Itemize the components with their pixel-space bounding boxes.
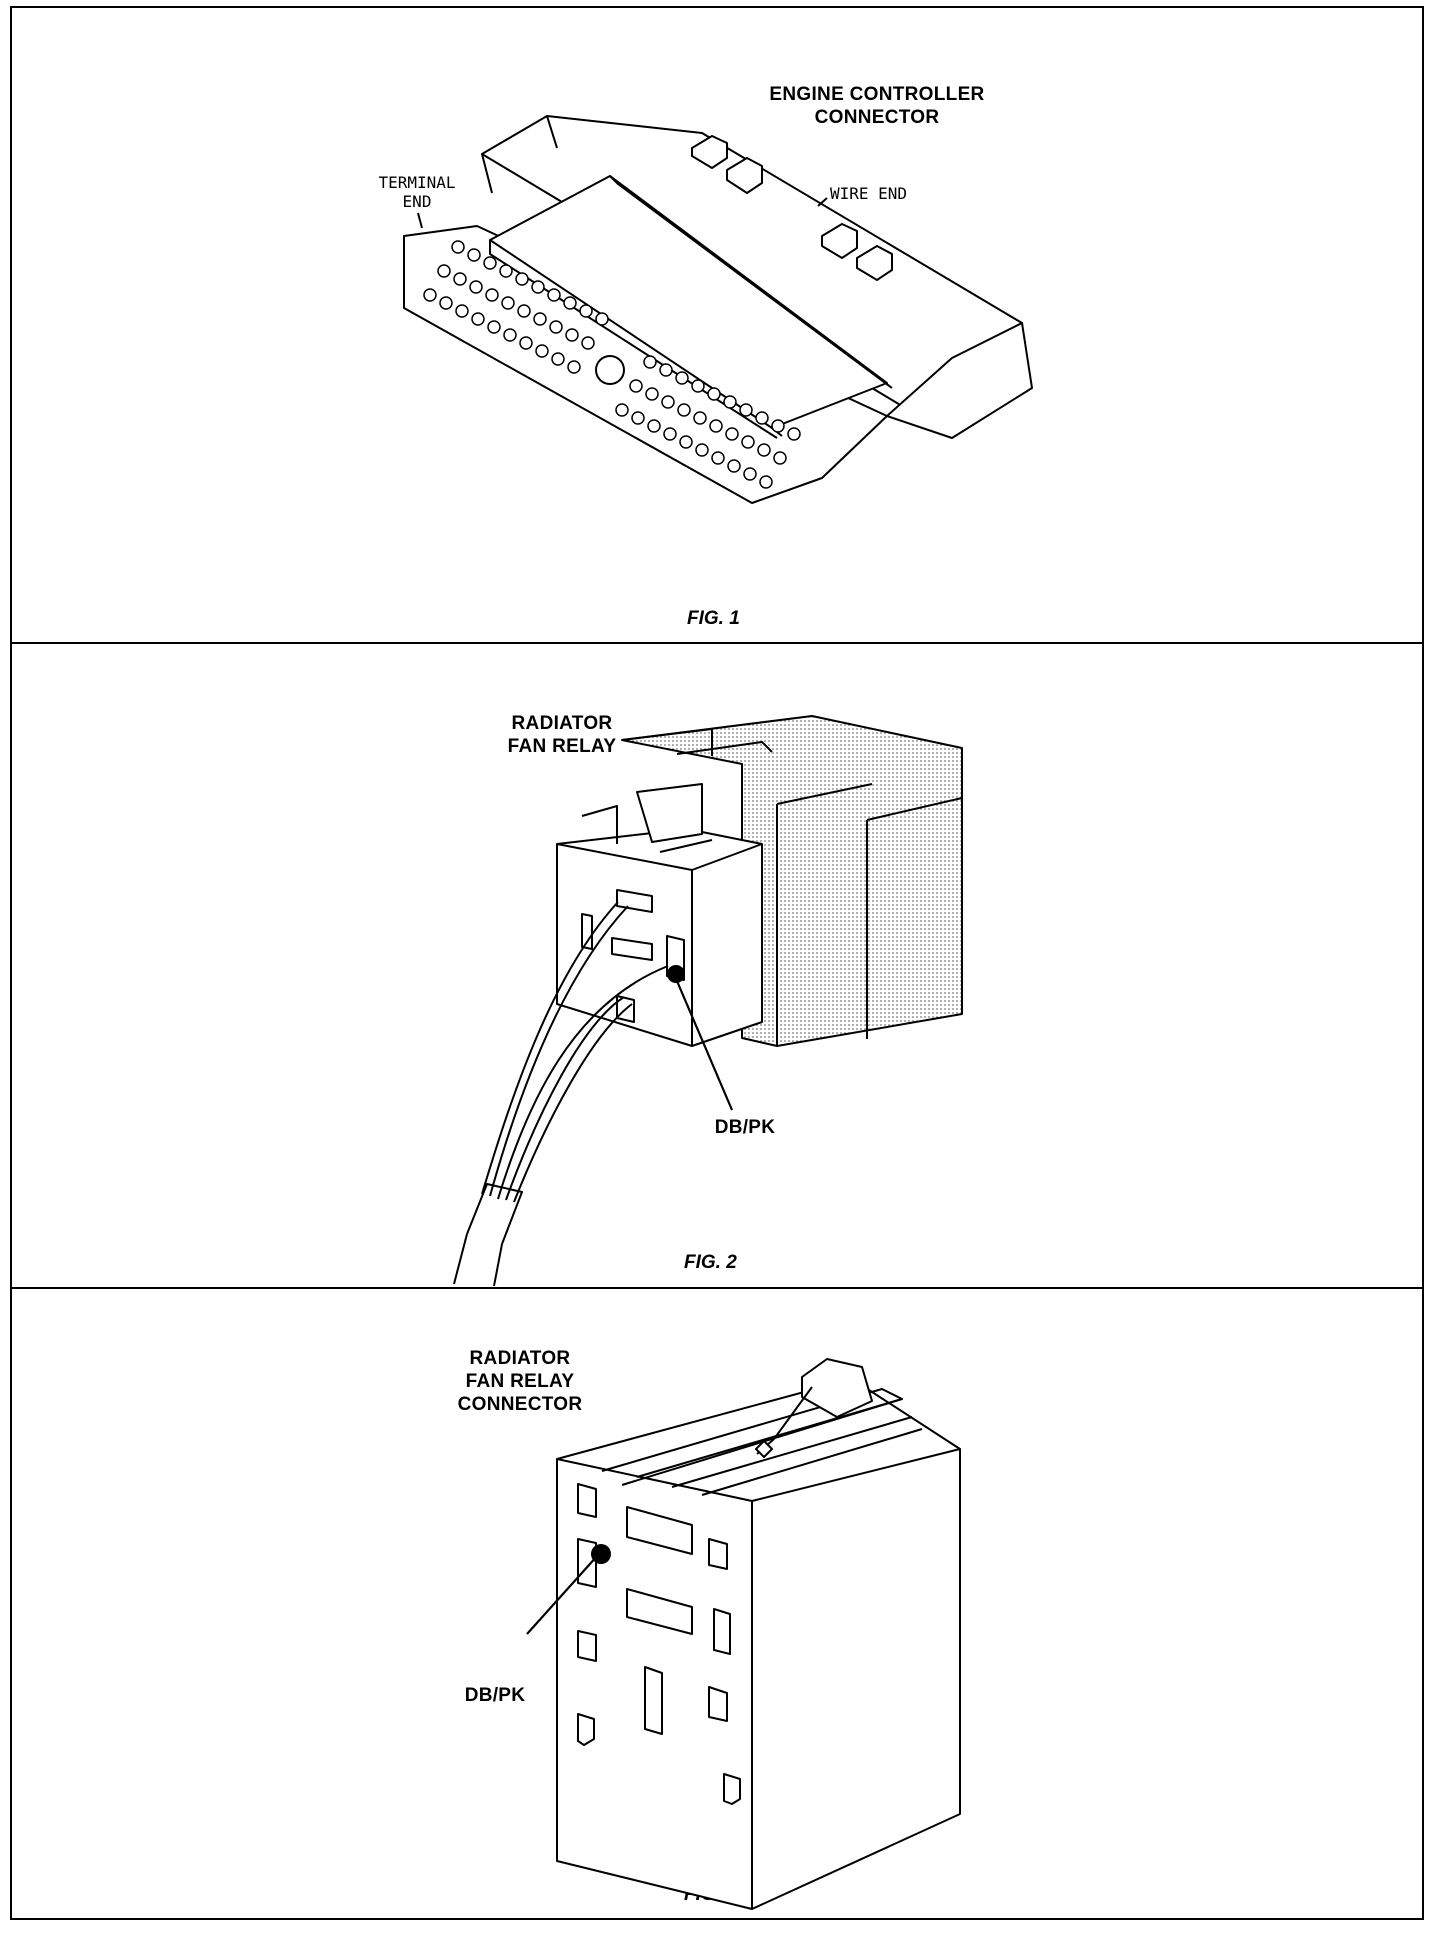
figure-3-panel: RADIATOR FAN RELAY CONNECTOR DB/PK FIG. …	[12, 1289, 1422, 1918]
terminal-end-label: TERMINAL END	[362, 173, 472, 211]
fig2-title-line2: FAN RELAY	[507, 736, 617, 757]
wire-end-label: WIRE END	[830, 184, 908, 203]
db-pk-terminal-dot	[667, 965, 685, 983]
db-pk-cavity-dot	[591, 1544, 611, 1564]
radiator-fan-relay-drawing	[453, 715, 963, 1287]
radiator-fan-relay-connector-drawing	[526, 1358, 961, 1910]
fig1-title-line1: ENGINE CONTROLLER	[769, 84, 985, 105]
fig2-title-line1: RADIATOR	[511, 713, 613, 734]
fig1-caption: FIG. 1	[687, 608, 740, 629]
figure-2-panel: RADIATOR FAN RELAY DB/PK FIG. 2	[12, 644, 1422, 1289]
fig1-title: ENGINE CONTROLLER CONNECTOR	[727, 83, 1027, 129]
fig3-title-line1: RADIATOR	[469, 1348, 571, 1369]
engine-controller-connector-drawing	[403, 115, 1033, 504]
fig3-title: RADIATOR FAN RELAY CONNECTOR	[430, 1347, 610, 1416]
fig3-title-line2: FAN RELAY	[465, 1371, 575, 1392]
terminal-end-line1: TERMINAL	[378, 173, 456, 192]
terminal-end-line2: END	[402, 192, 432, 211]
figure-1-panel: ENGINE CONTROLLER CONNECTOR TERMINAL END…	[12, 8, 1422, 644]
diagram-sheet: ENGINE CONTROLLER CONNECTOR TERMINAL END…	[10, 6, 1424, 1920]
fig2-caption: FIG. 2	[684, 1252, 737, 1273]
fig2-title: RADIATOR FAN RELAY	[482, 712, 642, 758]
fig1-title-line2: CONNECTOR	[814, 107, 940, 128]
fig3-wire-label: DB/PK	[464, 1685, 526, 1706]
fig3-title-line3: CONNECTOR	[457, 1394, 583, 1415]
fig2-wire-label: DB/PK	[714, 1117, 776, 1138]
